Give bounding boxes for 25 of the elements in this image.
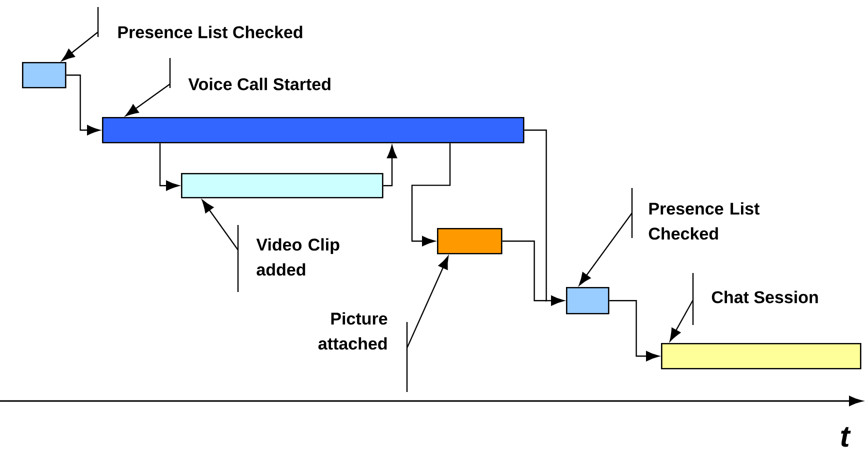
leader-line xyxy=(406,256,449,393)
callout-text: Presence List Checked xyxy=(648,202,760,240)
activity-bar xyxy=(102,117,524,144)
arrow xyxy=(159,143,180,191)
leader-line xyxy=(578,187,633,286)
activity-bar xyxy=(566,287,610,314)
arrow xyxy=(411,143,451,246)
arrow xyxy=(545,296,564,306)
arrow xyxy=(383,145,398,186)
activity-bar xyxy=(181,173,384,198)
activity-bar xyxy=(437,228,502,254)
arrow xyxy=(66,74,100,136)
leader-line xyxy=(202,200,239,293)
activity-bar xyxy=(661,343,862,370)
callout-text: Chat Session xyxy=(712,290,818,304)
callout-text: Picture attached xyxy=(318,312,388,350)
leader-line xyxy=(62,6,99,62)
arrow xyxy=(609,300,660,362)
callout-text: Voice Call Started xyxy=(188,78,330,90)
callout-text: Presence List Checked xyxy=(118,26,302,38)
activity-bar xyxy=(22,62,66,88)
leader-line xyxy=(670,272,694,342)
callout-text: Video Clip added xyxy=(256,238,340,276)
axis-label: t xyxy=(841,427,851,447)
leader-line xyxy=(125,57,171,116)
